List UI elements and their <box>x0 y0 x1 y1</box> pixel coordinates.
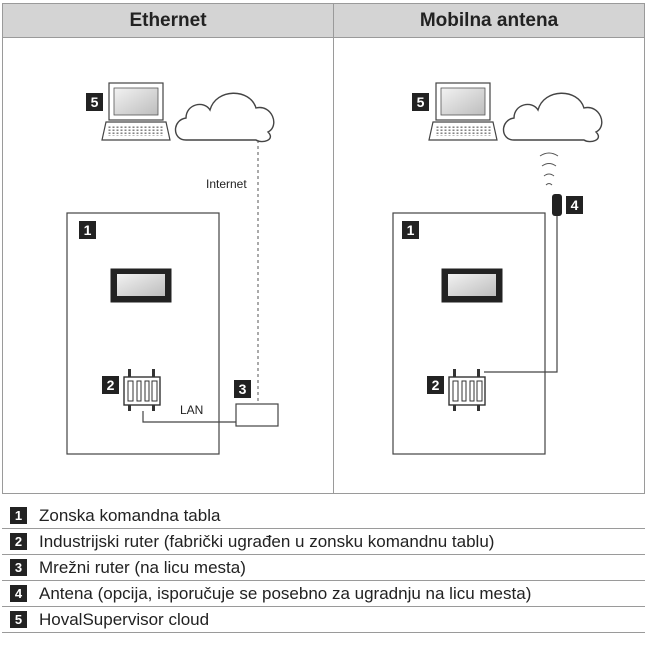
svg-text:5: 5 <box>417 94 425 110</box>
legend-badge: 4 <box>10 585 27 602</box>
network-router-box <box>235 403 279 427</box>
svg-text:1: 1 <box>407 222 415 238</box>
antenna-icon <box>552 194 562 216</box>
legend-text: HovalSupervisor cloud <box>39 609 210 629</box>
cloud-icon-left <box>174 92 275 143</box>
lan-cable <box>142 411 236 423</box>
badge-5-left: 5 <box>86 93 103 111</box>
header-mobile-antenna: Mobilna antena <box>334 4 644 38</box>
legend-text: Industrijski ruter (fabrički ugrađen u z… <box>39 531 495 551</box>
cloud-icon-right <box>502 92 603 143</box>
svg-text:2: 2 <box>432 377 440 393</box>
diagram-svg: 5 Internet 1 2 LAN 3 <box>66 82 603 455</box>
diagram-table: Ethernet Mobilna antena <box>2 3 645 494</box>
display-panel-icon-right <box>441 268 503 303</box>
svg-text:4: 4 <box>571 197 579 213</box>
header-ethernet: Ethernet <box>3 4 333 38</box>
internet-label: Internet <box>206 177 247 191</box>
legend-text: Antena (opcija, isporučuje se posebno za… <box>39 583 532 603</box>
antenna-cable <box>484 216 558 373</box>
legend-item-4: 4 Antena (opcija, isporučuje se posebno … <box>2 581 645 607</box>
radio-waves-icon <box>539 152 559 186</box>
legend-badge: 2 <box>10 533 27 550</box>
zone-panel-box-right <box>392 212 546 455</box>
legend-badge: 1 <box>10 507 27 524</box>
legend-item-5: 5 HovalSupervisor cloud <box>2 607 645 633</box>
svg-text:2: 2 <box>107 377 115 393</box>
column-divider <box>333 4 334 493</box>
display-panel-icon-left <box>110 268 172 303</box>
legend-text: Mrežni ruter (na licu mesta) <box>39 557 246 577</box>
badge-2-right: 2 <box>427 376 444 394</box>
svg-text:5: 5 <box>91 94 99 110</box>
badge-5-right: 5 <box>412 93 429 111</box>
industrial-router-icon-left <box>123 369 161 411</box>
computer-icon-left <box>101 82 171 141</box>
legend-badge: 5 <box>10 611 27 628</box>
svg-text:3: 3 <box>239 381 247 397</box>
badge-3: 3 <box>234 380 251 398</box>
badge-4: 4 <box>566 196 583 214</box>
industrial-router-icon-right <box>448 369 486 411</box>
legend-item-1: 1 Zonska komandna tabla <box>2 503 645 529</box>
legend-item-2: 2 Industrijski ruter (fabrički ugrađen u… <box>2 529 645 555</box>
lan-label: LAN <box>180 403 203 417</box>
svg-text:1: 1 <box>84 222 92 238</box>
computer-icon-right <box>428 82 498 141</box>
badge-1-right: 1 <box>402 221 419 239</box>
legend-badge: 3 <box>10 559 27 576</box>
legend-text: Zonska komandna tabla <box>39 505 221 525</box>
badge-1-left: 1 <box>79 221 96 239</box>
legend-item-3: 3 Mrežni ruter (na licu mesta) <box>2 555 645 581</box>
badge-2-left: 2 <box>102 376 119 394</box>
